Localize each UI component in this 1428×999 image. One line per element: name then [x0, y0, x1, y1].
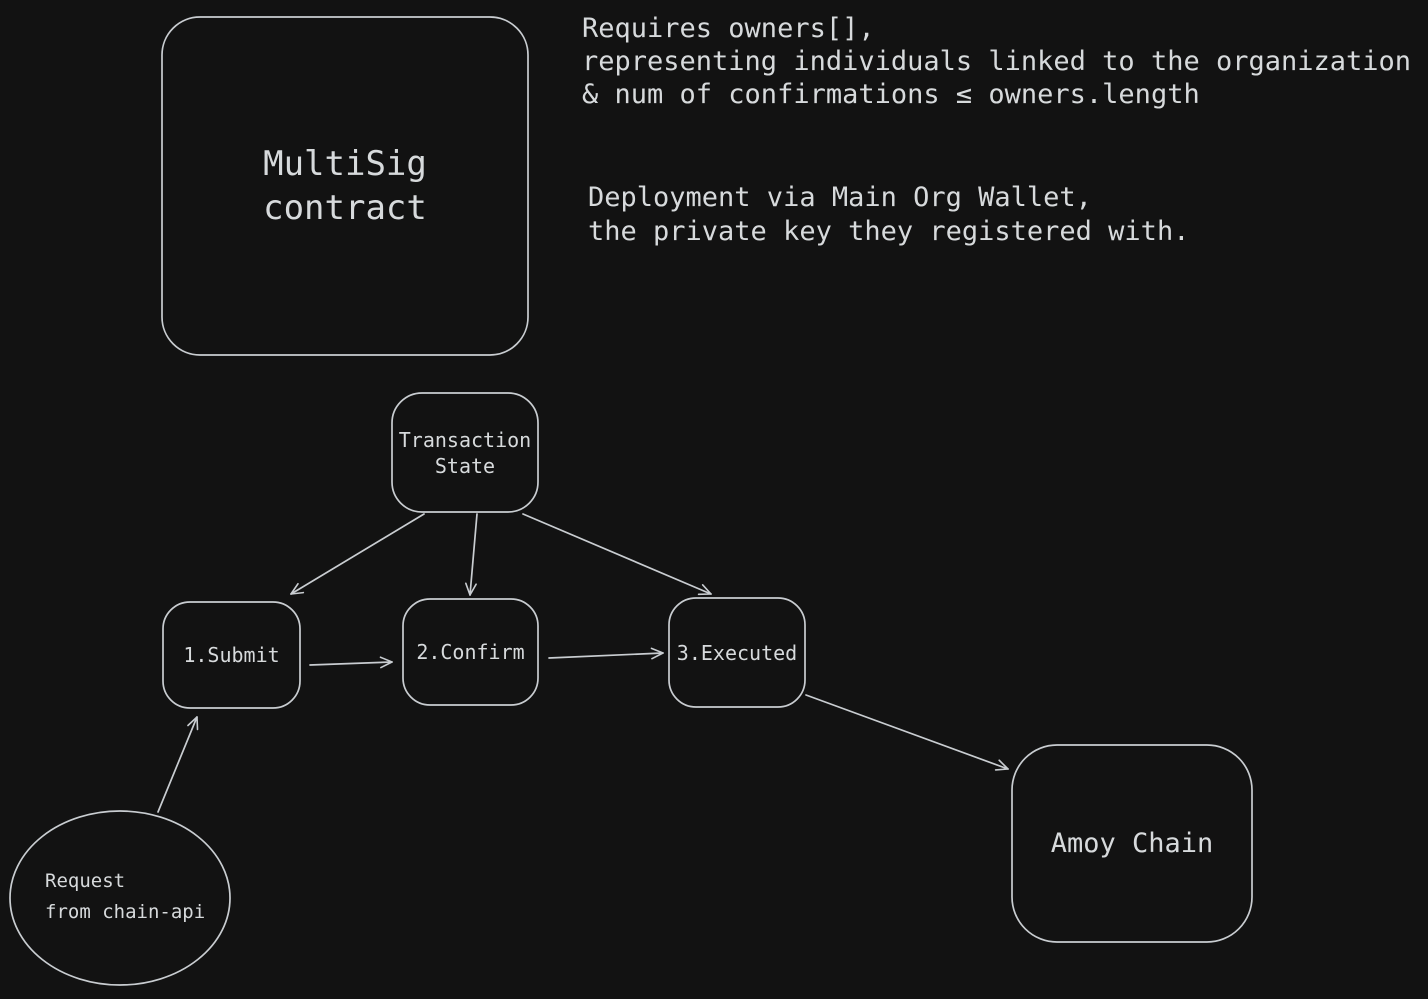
arrow-transaction-state-to-confirm[interactable] [465, 513, 478, 596]
arrow-transaction-state-to-executed[interactable] [522, 513, 712, 596]
arrow-executed-to-amoy-chain[interactable] [805, 694, 1009, 771]
owners-requirements-note[interactable]: Requires owners[], representing individu… [582, 12, 1411, 111]
arrow-transaction-state-to-submit[interactable] [290, 513, 425, 595]
submit-node[interactable] [162, 601, 301, 709]
owners-note-line3: & num of confirmations ≤ owners.length [582, 79, 1200, 110]
owners-note-line2: representing individuals linked to the o… [582, 46, 1412, 77]
arrow-confirm-to-executed[interactable] [548, 647, 664, 660]
arrow-submit-to-confirm[interactable] [309, 656, 393, 669]
owners-note-line1: Requires owners[], [582, 13, 875, 44]
deployment-note-line1: Deployment via Main Org Wallet, [588, 182, 1092, 213]
arrow-request-to-submit[interactable] [157, 716, 199, 813]
amoy-chain-node[interactable] [1011, 744, 1253, 943]
deployment-note-line2: the private key they registered with. [588, 216, 1190, 247]
transaction-state-node[interactable] [391, 392, 539, 513]
request-from-chain-api-node[interactable] [9, 810, 231, 986]
multisig-contract-node[interactable] [161, 16, 529, 356]
confirm-node[interactable] [402, 598, 539, 706]
executed-node[interactable] [668, 597, 806, 708]
deployment-note[interactable]: Deployment via Main Org Wallet, the priv… [588, 181, 1189, 249]
